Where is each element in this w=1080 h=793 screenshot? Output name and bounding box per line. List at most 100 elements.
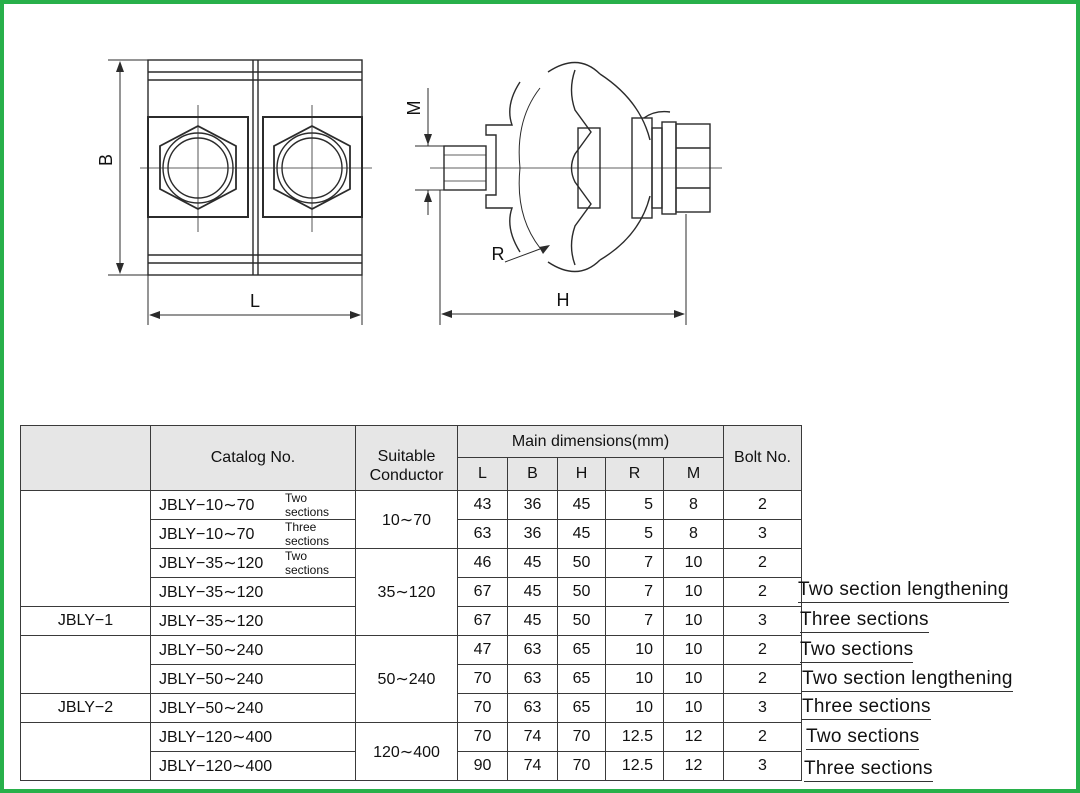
group-cell: JBLY−2 xyxy=(20,693,151,723)
remark-row-9: Three sections xyxy=(804,758,933,782)
dimension-b-line xyxy=(108,59,363,325)
header-group-blank xyxy=(20,425,151,491)
remark-row-6: Two section lengthening xyxy=(802,668,1013,692)
header-catalog-text: Catalog No. xyxy=(210,449,296,466)
catalog-text: JBLY−50∼240 xyxy=(159,700,264,717)
conductor-cell: 50∼240 xyxy=(355,635,458,723)
cell-m: 10 xyxy=(663,693,724,723)
dimension-label-l: L xyxy=(250,291,260,311)
table-row: JBLY−2 JBLY−50∼240 70 63 65 10 10 3 xyxy=(20,693,802,723)
header-conductor-line1: Suitable xyxy=(377,448,436,465)
cell-bolt: 3 xyxy=(723,693,802,723)
cell-b: 45 xyxy=(507,548,558,578)
group-cell xyxy=(20,722,151,781)
cell-h: 50 xyxy=(557,548,606,578)
catalog-text: JBLY−35∼120 xyxy=(159,555,264,572)
catalog-text: JBLY−50∼240 xyxy=(159,642,264,659)
catalog-cell: JBLY−120∼400 xyxy=(150,722,356,752)
cell-bolt: 3 xyxy=(723,519,802,549)
catalog-text: JBLY−120∼400 xyxy=(159,729,273,746)
cell-b: 63 xyxy=(507,693,558,723)
header-col-r: R xyxy=(605,457,664,491)
cell-b: 63 xyxy=(507,664,558,694)
cell-h: 50 xyxy=(557,606,606,636)
cell-bolt: 3 xyxy=(723,751,802,781)
conductor-cell: 120∼400 xyxy=(355,722,458,781)
group-cell: JBLY−1 xyxy=(20,606,151,636)
cell-h: 45 xyxy=(557,519,606,549)
cell-r: 12.5 xyxy=(605,751,664,781)
cell-m: 10 xyxy=(663,664,724,694)
catalog-note: Two sections xyxy=(285,549,330,577)
catalog-cell: JBLY−35∼120 Two sections xyxy=(150,548,356,578)
header-catalog: Catalog No. xyxy=(150,425,356,491)
cell-l: 70 xyxy=(457,664,508,694)
dimension-label-r: R xyxy=(492,244,505,264)
cell-l: 67 xyxy=(457,577,508,607)
conductor-cell: 10∼70 xyxy=(355,490,458,549)
cell-m: 8 xyxy=(663,519,724,549)
table-row: JBLY−120∼400 90 74 70 12.5 12 3 xyxy=(21,751,802,781)
header-conductor-line2: Conductor xyxy=(369,467,444,484)
catalog-text: JBLY−35∼120 xyxy=(159,613,264,630)
cell-l: 70 xyxy=(457,722,508,752)
cell-bolt: 2 xyxy=(723,635,802,665)
header-bolt-text: Bolt No. xyxy=(734,449,791,466)
catalog-cell: JBLY−120∼400 xyxy=(150,751,356,781)
header-main-dimensions-text: Main dimensions(mm) xyxy=(511,432,670,450)
conductor-cell: 35∼120 xyxy=(355,548,458,636)
cell-b: 63 xyxy=(507,635,558,665)
dimension-label-b: B xyxy=(96,154,116,166)
cell-b: 45 xyxy=(507,606,558,636)
side-view-clamp xyxy=(443,61,711,273)
cell-bolt: 3 xyxy=(723,606,802,636)
remark-row-7: Three sections xyxy=(802,696,931,720)
catalog-cell: JBLY−35∼120 xyxy=(150,606,356,636)
dimension-m-line xyxy=(415,88,687,325)
catalog-text: JBLY−35∼120 xyxy=(159,584,264,601)
cell-bolt: 2 xyxy=(723,490,802,520)
header-col-h: H xyxy=(557,457,606,491)
header-conductor: Suitable Conductor xyxy=(355,425,458,491)
cell-l: 46 xyxy=(457,548,508,578)
cell-l: 43 xyxy=(457,490,508,520)
cell-b: 74 xyxy=(507,722,558,752)
header-col-b: B xyxy=(507,457,558,491)
catalog-text: JBLY−120∼400 xyxy=(159,758,273,775)
table-row: JBLY−35∼120 67 45 50 7 10 2 xyxy=(21,577,802,607)
cell-h: 50 xyxy=(557,577,606,607)
group-cell xyxy=(20,490,151,607)
cell-h: 65 xyxy=(557,635,606,665)
dimension-arrows-side xyxy=(424,134,685,318)
cell-h: 45 xyxy=(557,490,606,520)
catalog-cell: JBLY−35∼120 xyxy=(150,577,356,607)
cell-m: 12 xyxy=(663,751,724,781)
cell-m: 10 xyxy=(663,548,724,578)
cell-h: 65 xyxy=(557,664,606,694)
cell-l: 67 xyxy=(457,606,508,636)
cell-m: 12 xyxy=(663,722,724,752)
remark-row-3: Two section lengthening xyxy=(798,579,1009,603)
front-view-clamp xyxy=(147,59,363,276)
cell-r: 5 xyxy=(605,490,664,520)
cell-r: 7 xyxy=(605,548,664,578)
cell-r: 12.5 xyxy=(605,722,664,752)
dimension-label-m: M xyxy=(404,101,424,116)
technical-drawing: B L M R H xyxy=(96,59,722,325)
cell-h: 65 xyxy=(557,693,606,723)
cell-b: 36 xyxy=(507,519,558,549)
front-center-lines xyxy=(140,105,372,232)
catalog-text: JBLY−50∼240 xyxy=(159,671,264,688)
group-cell xyxy=(20,635,151,694)
table-row: JBLY−50∼240 50∼240 47 63 65 10 10 2 xyxy=(20,635,802,723)
cell-bolt: 2 xyxy=(723,548,802,578)
cell-l: 90 xyxy=(457,751,508,781)
remark-row-8: Two sections xyxy=(806,726,920,750)
cell-m: 10 xyxy=(663,606,724,636)
catalog-cell: JBLY−50∼240 xyxy=(150,664,356,694)
cell-m: 8 xyxy=(663,490,724,520)
